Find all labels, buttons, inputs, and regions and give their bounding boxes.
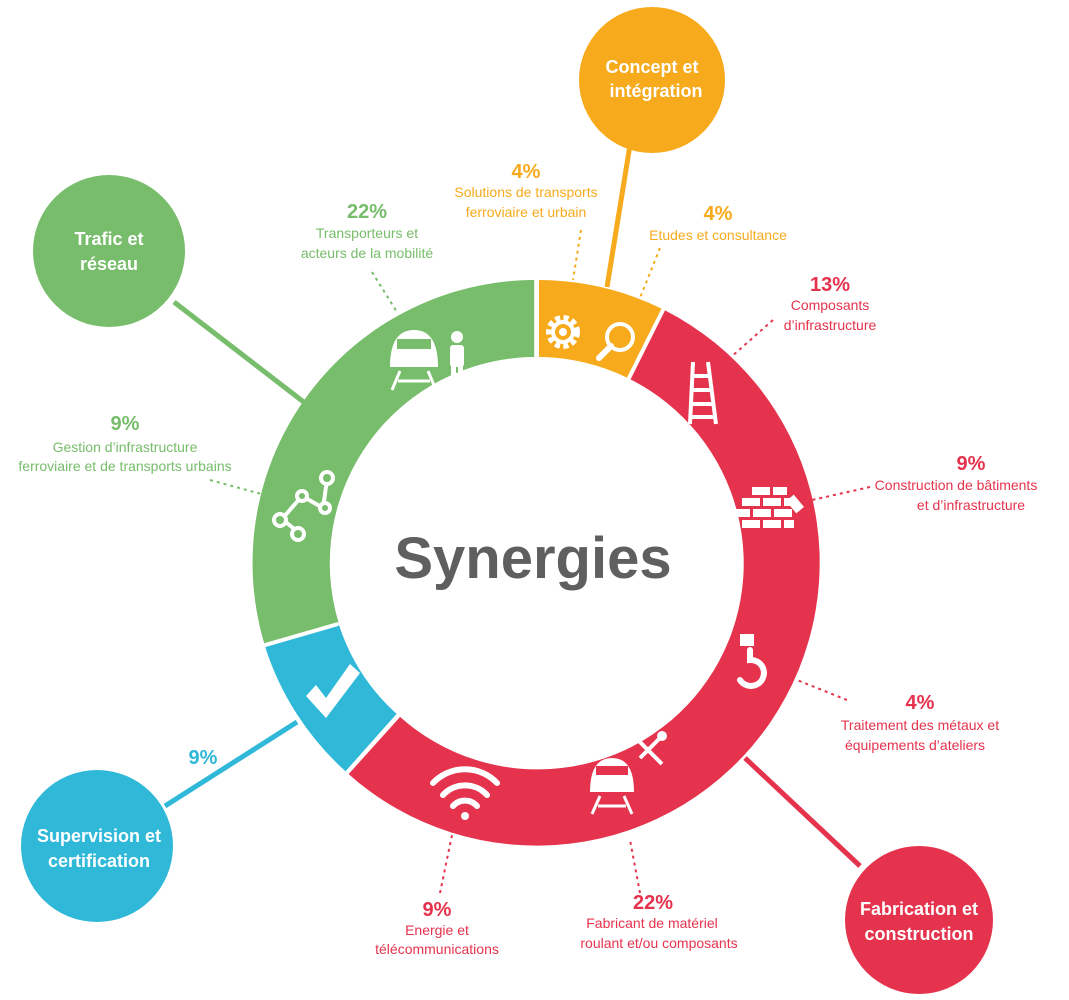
- svg-text:roulant et/ou composants: roulant et/ou composants: [580, 935, 737, 951]
- svg-text:certification: certification: [48, 851, 150, 871]
- gear-icon: [546, 315, 580, 349]
- svg-text:télécommunications: télécommunications: [375, 941, 499, 957]
- svg-text:Trafic et: Trafic et: [74, 229, 143, 249]
- svg-text:22%: 22%: [347, 201, 387, 223]
- svg-text:Energie et: Energie et: [405, 922, 469, 938]
- label-metaux: 4% Traitement des métaux et équipements …: [841, 692, 999, 753]
- label-energie: 9% Energie et télécommunications: [375, 899, 499, 957]
- label-transporteurs: 22% Transporteurs et acteurs de la mobil…: [301, 201, 434, 261]
- group-bubble-trafic: Trafic et réseau: [33, 175, 185, 327]
- crane-hook-icon: [737, 634, 767, 689]
- checkmark-icon: [306, 664, 360, 718]
- ladder-icon: [688, 361, 718, 425]
- leader-lines: [209, 229, 871, 894]
- svg-text:Etudes et consultance: Etudes et consultance: [649, 227, 787, 243]
- supervision-connector-line: [163, 719, 299, 809]
- label-construction: 9% Construction de bâtiments et d’infras…: [875, 453, 1038, 513]
- segment-trafic: [252, 280, 535, 644]
- bricks-icon: [732, 487, 804, 528]
- label-materiel: 22% Fabricant de matériel roulant et/ou …: [580, 892, 737, 951]
- svg-text:4%: 4%: [906, 692, 935, 714]
- group-bubble-fabrication: Fabrication et construction: [845, 846, 993, 994]
- segment-separators: [261, 278, 667, 776]
- svg-text:réseau: réseau: [80, 254, 138, 274]
- concept-connector-line: [604, 144, 633, 288]
- svg-text:4%: 4%: [704, 203, 733, 225]
- svg-text:et d’infrastructure: et d’infrastructure: [917, 497, 1025, 513]
- svg-text:22%: 22%: [633, 892, 673, 914]
- svg-text:Traitement des métaux et: Traitement des métaux et: [841, 717, 999, 733]
- svg-text:13%: 13%: [810, 274, 850, 296]
- svg-text:Composants: Composants: [791, 297, 870, 313]
- svg-text:4%: 4%: [512, 161, 541, 183]
- svg-text:Concept et: Concept et: [605, 57, 698, 77]
- svg-text:Gestion d’infrastructure: Gestion d’infrastructure: [53, 439, 198, 455]
- center-circle: [331, 357, 743, 769]
- group-bubble-concept: Concept et intégration: [579, 7, 725, 153]
- train-person-icon: [390, 330, 464, 391]
- svg-text:Solutions de transports: Solutions de transports: [454, 184, 597, 200]
- svg-text:équipements d’ateliers: équipements d’ateliers: [845, 737, 985, 753]
- svg-text:9%: 9%: [957, 453, 986, 475]
- label-etudes: 4% Etudes et consultance: [649, 203, 787, 243]
- label-solutions: 4% Solutions de transports ferroviaire e…: [454, 161, 597, 220]
- svg-text:Fabrication et: Fabrication et: [860, 899, 978, 919]
- network-icon: [272, 470, 335, 542]
- label-gestion: 9% Gestion d’infrastructure ferroviaire …: [18, 413, 231, 474]
- svg-text:9%: 9%: [111, 413, 140, 435]
- fabrication-connector-line: [743, 756, 862, 868]
- svg-text:Transporteurs et: Transporteurs et: [316, 225, 418, 241]
- label-supervision-percent: 9%: [189, 747, 218, 769]
- wifi-icon: [430, 766, 500, 820]
- center-title: Synergies: [394, 526, 671, 591]
- magnifier-icon: [596, 322, 635, 361]
- svg-text:Supervision et: Supervision et: [37, 826, 161, 846]
- trafic-connector-line: [172, 300, 307, 405]
- group-bubble-supervision: Supervision et certification: [21, 770, 173, 922]
- svg-text:intégration: intégration: [610, 81, 703, 101]
- svg-text:ferroviaire et de transports u: ferroviaire et de transports urbains: [18, 458, 231, 474]
- svg-text:ferroviaire et urbain: ferroviaire et urbain: [466, 204, 587, 220]
- svg-text:Fabricant de matériel: Fabricant de matériel: [586, 915, 718, 931]
- svg-text:d’infrastructure: d’infrastructure: [784, 317, 877, 333]
- svg-text:9%: 9%: [423, 899, 452, 921]
- svg-text:acteurs de la mobilité: acteurs de la mobilité: [301, 245, 434, 261]
- svg-text:Construction de bâtiments: Construction de bâtiments: [875, 477, 1038, 493]
- segment-fabrication: [347, 310, 820, 846]
- label-composants: 13% Composants d’infrastructure: [784, 274, 877, 333]
- svg-text:construction: construction: [864, 924, 973, 944]
- train-tools-icon: [590, 731, 667, 815]
- segment-concept: [537, 279, 663, 379]
